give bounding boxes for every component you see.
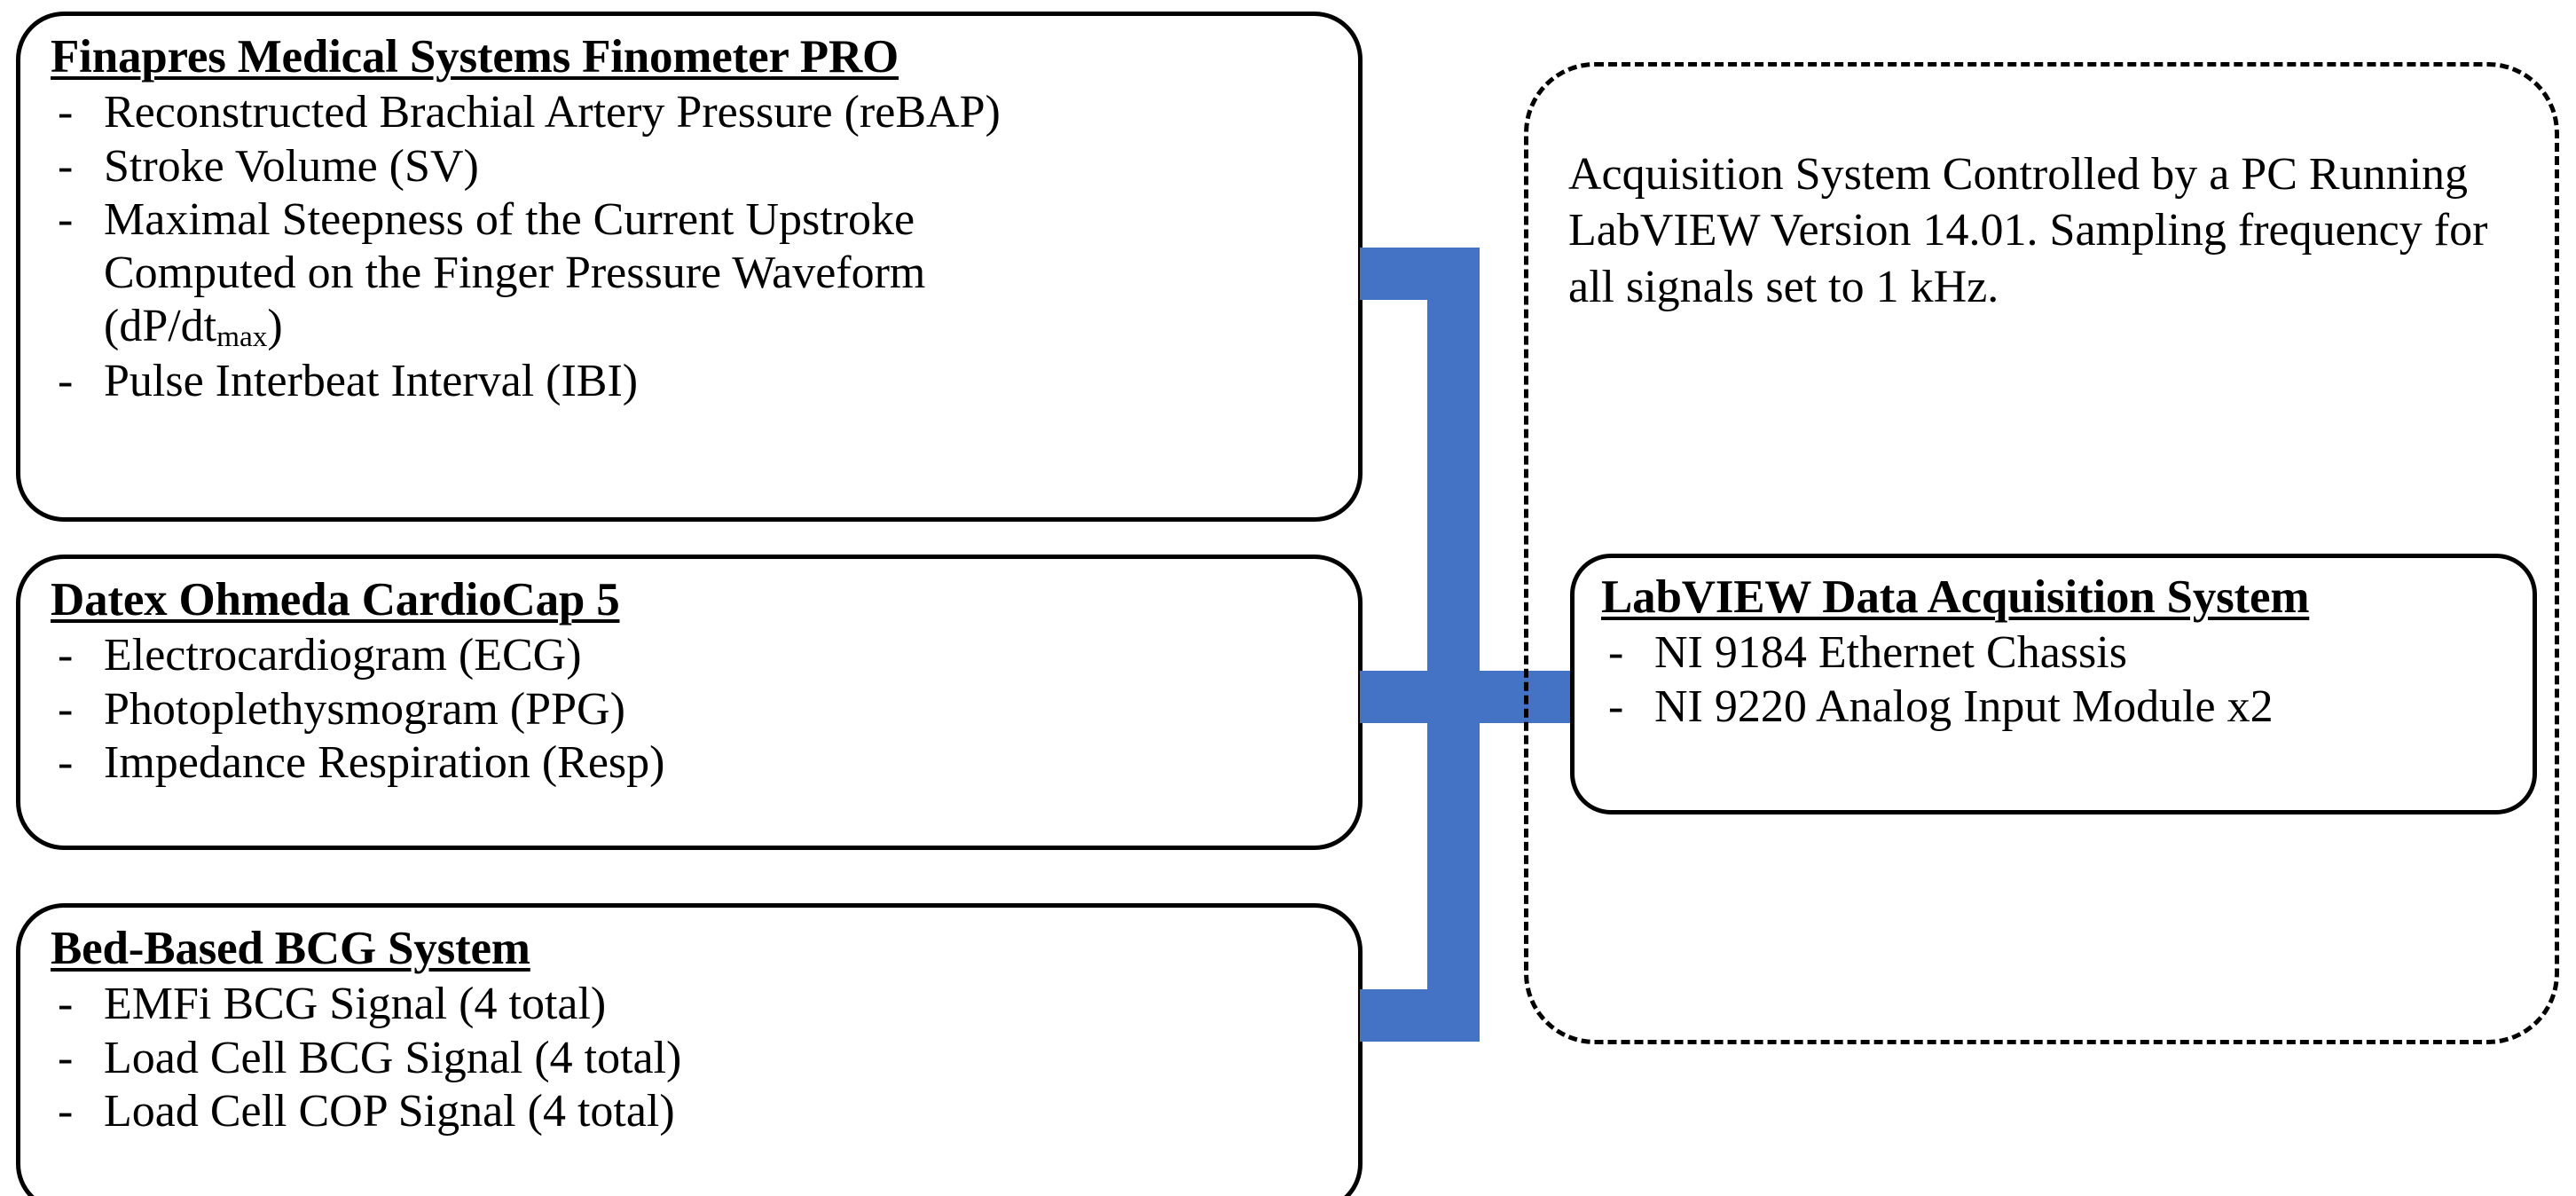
labview-daq-box-title: LabVIEW Data Acquisition System xyxy=(1601,571,2310,623)
connector-trunk xyxy=(1427,248,1480,1042)
list-item: Load Cell BCG Signal (4 total) xyxy=(51,1032,1331,1086)
source-box-finapres-list: Reconstructed Brachial Artery Pressure (… xyxy=(51,86,1331,408)
source-box-bcg[interactable]: Bed-Based BCG System EMFi BCG Signal (4 … xyxy=(16,903,1363,1196)
subscript-max: max xyxy=(216,320,268,354)
source-box-finapres-title: Finapres Medical Systems Finometer PRO xyxy=(51,31,899,83)
list-item: NI 9220 Analog Input Module x2 xyxy=(1601,681,2511,735)
list-item: Reconstructed Brachial Artery Pressure (… xyxy=(51,86,1331,140)
list-item: Pulse Interbeat Interval (IBI) xyxy=(51,355,1331,409)
source-box-bcg-list: EMFi BCG Signal (4 total) Load Cell BCG … xyxy=(51,978,1331,1138)
list-item: EMFi BCG Signal (4 total) xyxy=(51,978,1331,1032)
source-box-datex[interactable]: Datex Ohmeda CardioCap 5 Electrocardiogr… xyxy=(16,555,1363,850)
list-item-continuation-dpdt: (dP/dtmax) xyxy=(104,301,283,354)
list-item: Electrocardiogram (ECG) xyxy=(51,629,1331,683)
source-box-datex-title: Datex Ohmeda CardioCap 5 xyxy=(51,574,620,626)
list-item-continuation: Computed on the Finger Pressure Waveform xyxy=(104,248,926,299)
labview-daq-box[interactable]: LabVIEW Data Acquisition System NI 9184 … xyxy=(1570,554,2537,814)
source-box-datex-list: Electrocardiogram (ECG) Photoplethysmogr… xyxy=(51,629,1331,790)
connector-stub-top xyxy=(1360,248,1438,300)
source-box-finapres[interactable]: Finapres Medical Systems Finometer PRO R… xyxy=(16,12,1363,522)
list-item: Photoplethysmogram (PPG) xyxy=(51,683,1331,737)
list-item: Stroke Volume (SV) xyxy=(51,140,1331,194)
list-item: NI 9184 Ethernet Chassis xyxy=(1601,626,2511,681)
list-item: Load Cell COP Signal (4 total) xyxy=(51,1085,1331,1139)
acquisition-description: Acquisition System Controlled by a PC Ru… xyxy=(1568,149,2488,312)
acquisition-system-container[interactable] xyxy=(1524,62,2559,1044)
labview-daq-box-list: NI 9184 Ethernet Chassis NI 9220 Analog … xyxy=(1601,626,2511,734)
list-item: Maximal Steepness of the Current Upstrok… xyxy=(51,193,1331,248)
list-item: Impedance Respiration (Resp) xyxy=(51,736,1331,791)
connector-stub-bottom xyxy=(1360,989,1438,1042)
source-box-bcg-title: Bed-Based BCG System xyxy=(51,923,530,974)
